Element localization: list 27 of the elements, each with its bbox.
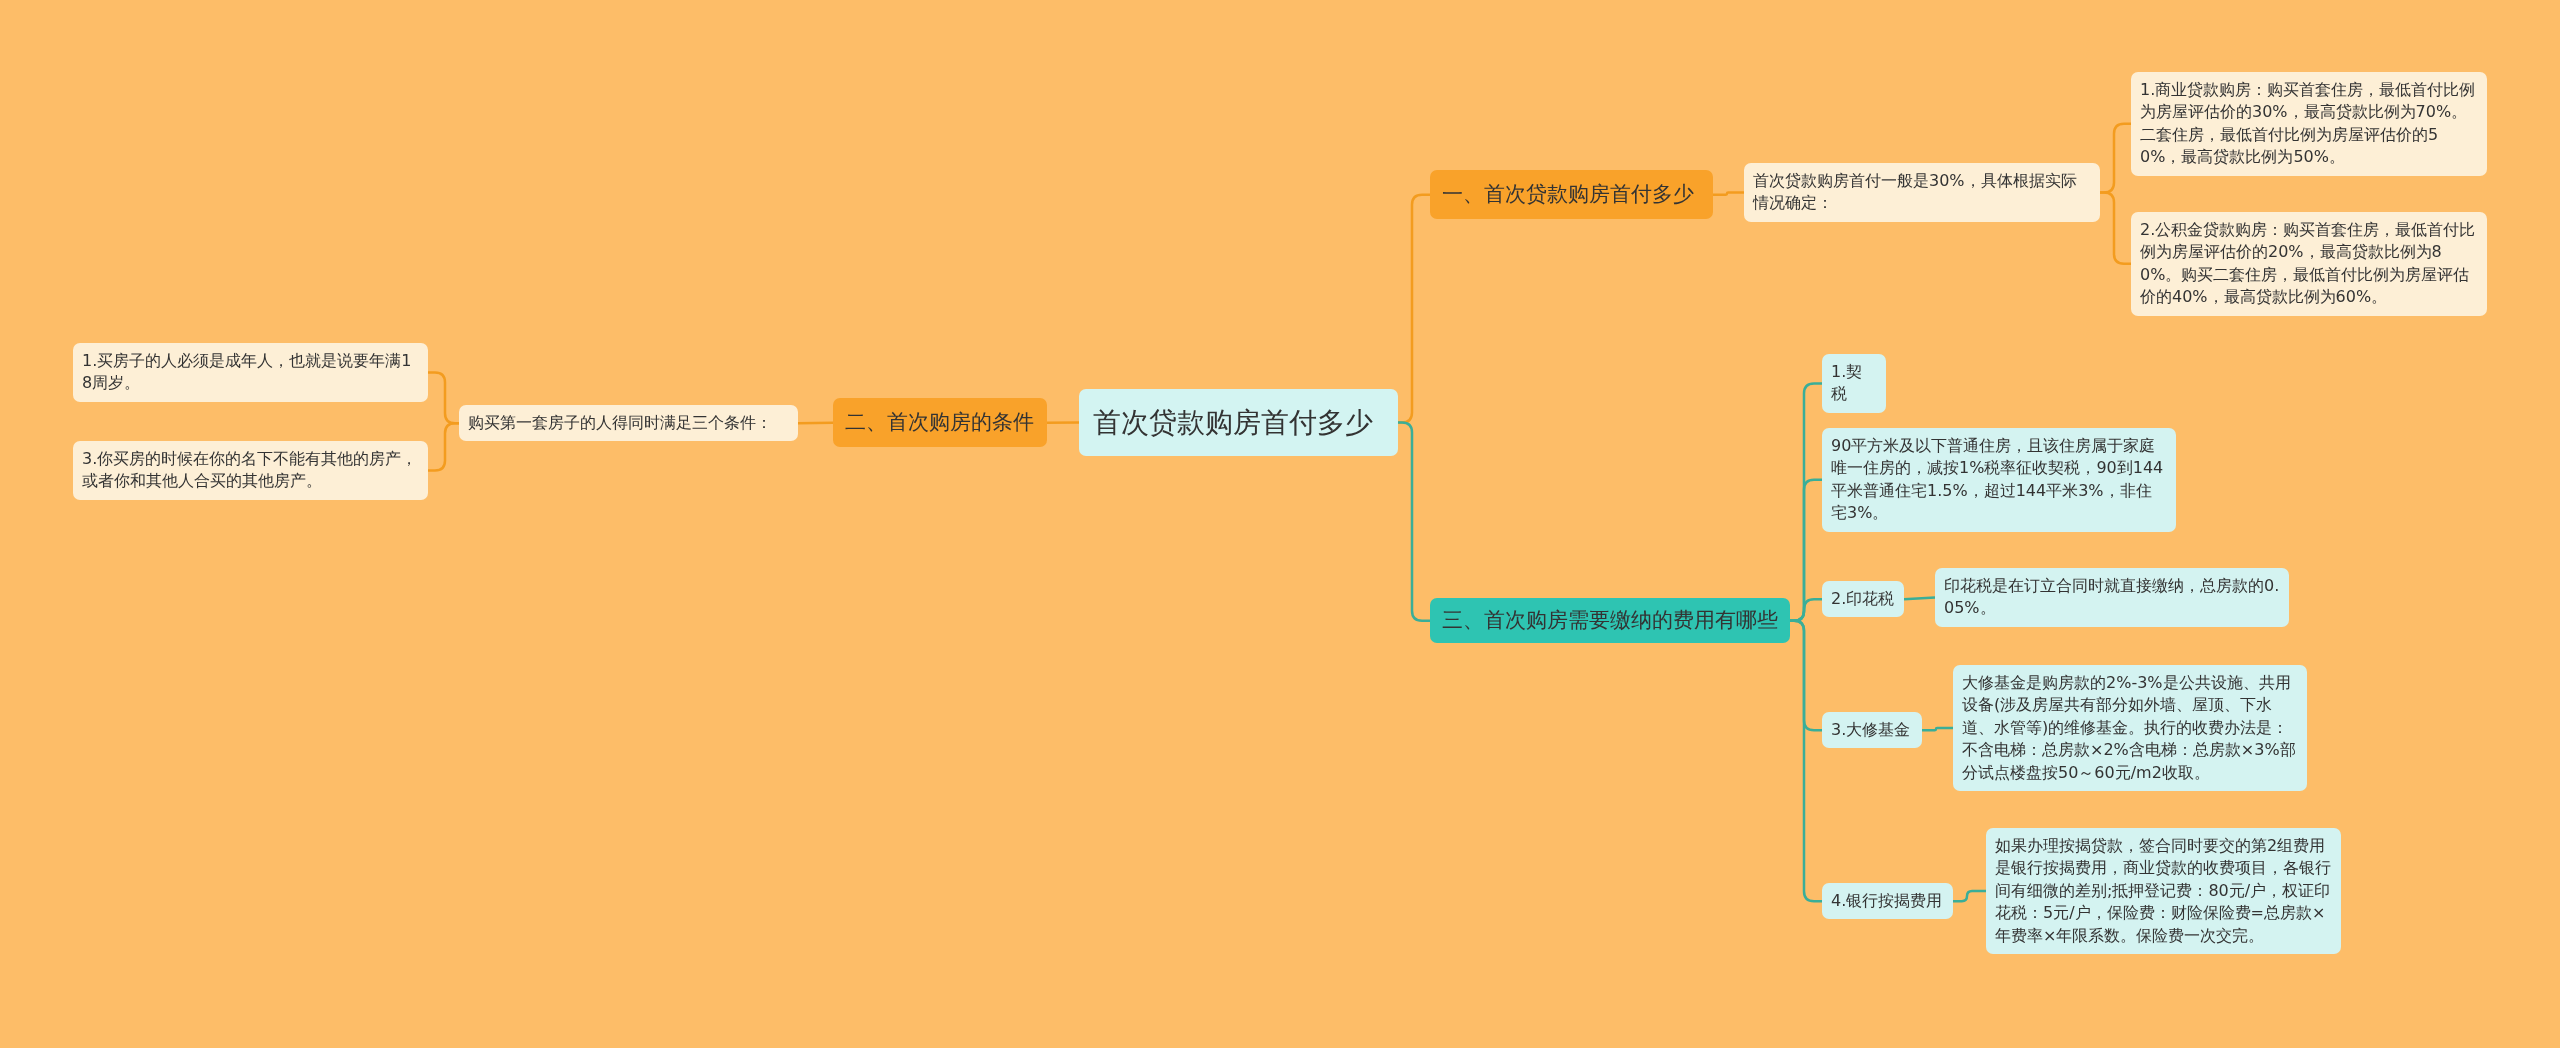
note-box: 2.印花税 <box>1822 581 1904 618</box>
central-topic-box: 首次贷款购房首付多少 <box>1079 389 1398 457</box>
note-box: 1.商业贷款购房：购买首套住房，最低首付比例为房屋评估价的30%，最高贷款比例为70%。二套住房，最低首付比例为房屋评估价的50%，最高贷款比例为50%。 <box>2131 72 2487 176</box>
connector <box>1903 596 1936 601</box>
note-box: 1.买房子的人必须是成年人，也就是说要年满18周岁。 <box>73 343 428 402</box>
branch-topic-box: 三、首次购房需要缴纳的费用有哪些 <box>1430 598 1790 644</box>
connector <box>1047 421 1079 424</box>
connector <box>797 421 833 425</box>
note-box: 3.你买房的时候在你的名下不能有其他的房产，或者你和其他人合买的其他房产。 <box>73 441 428 500</box>
note-box: 4.银行按揭费用 <box>1822 883 1953 920</box>
connector <box>1713 191 1744 196</box>
note-box: 购买第一套房子的人得同时满足三个条件： <box>459 405 798 442</box>
note-box: 首次贷款购房首付一般是30%，具体根据实际情况确定： <box>1744 163 2100 222</box>
note-box: 3.大修基金 <box>1822 712 1922 749</box>
connector <box>1922 726 1953 732</box>
connector <box>1953 889 1986 903</box>
note-box: 90平方米及以下普通住房，且该住房属于家庭唯一住房的，减按1%税率征收契税，90到144平米普通住宅1.5%，超过144平米3%，非住宅3%。 <box>1822 428 2176 532</box>
note-box: 大修基金是购房款的2%-3%是公共设施、共用设备(涉及房屋共有部分如外墙、屋顶、下水道、水管等)的维修基金。执行的收费办法是：不含电梯：总房款×2%含电梯：总房款×3%部分试点楼盘按50～60元/m2收取。 <box>1953 665 2307 791</box>
connector <box>1790 619 1822 903</box>
branch-topic-box: 一、首次贷款购房首付多少 <box>1430 170 1713 220</box>
note-box: 印花税是在订立合同时就直接缴纳，总房款的0.05%。 <box>1935 568 2289 627</box>
note-box: 如果办理按揭贷款，签合同时要交的第2组费用是银行按揭费用，商业贷款的收费项目，各银行间有细微的差别;抵押登记费：80元/户，权证印花税：5元/户，保险费：财险保险费=总房款×年费率×年限系数。保险费一次交完。 <box>1986 828 2341 954</box>
branch-topic-box: 二、首次购房的条件 <box>833 398 1047 448</box>
connector <box>1398 421 1430 622</box>
connector <box>428 421 459 472</box>
note-box: 1.契税 <box>1822 354 1886 413</box>
note-box: 2.公积金贷款购房：购买首套住房，最低首付比例为房屋评估价的20%，最高贷款比例为80%。购买二套住房，最低首付比例为房屋评估价的40%，最高贷款比例为60%。 <box>2131 212 2487 316</box>
